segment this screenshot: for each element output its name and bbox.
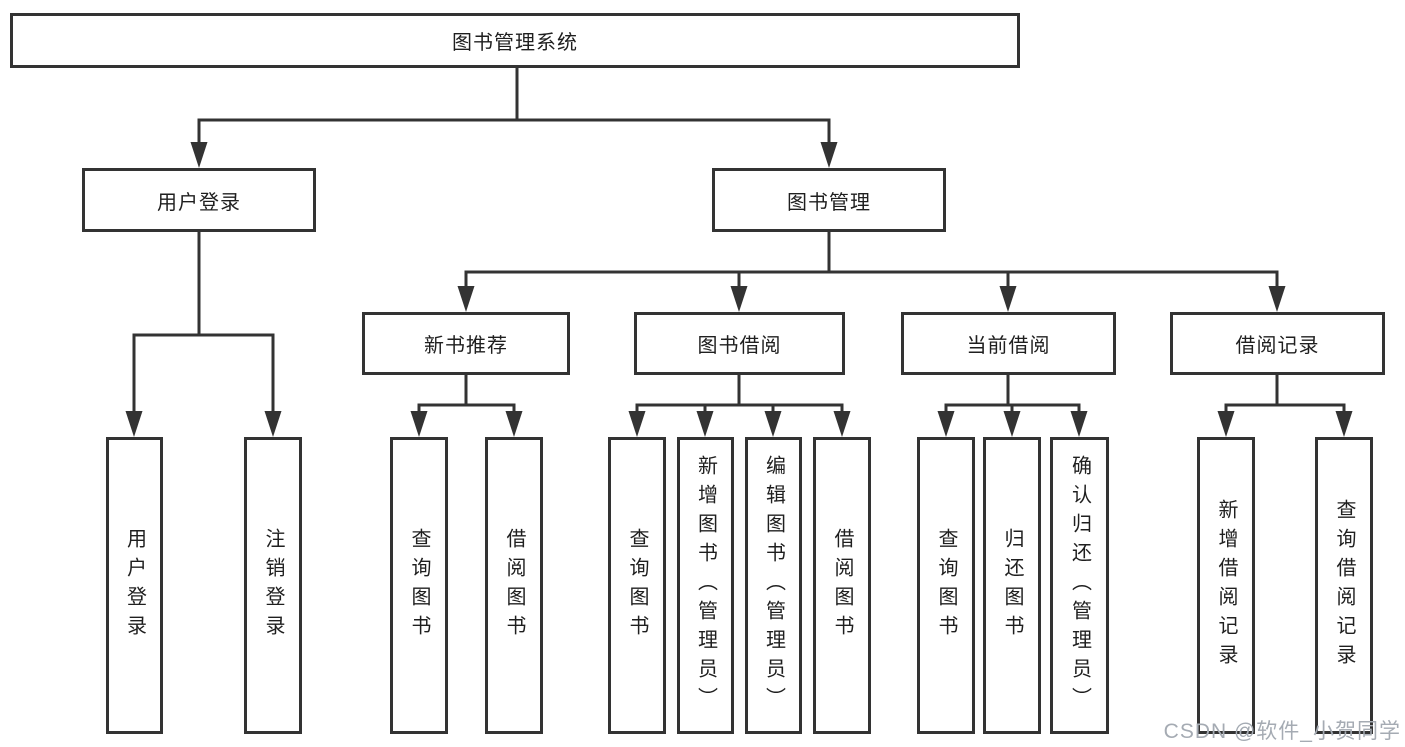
leaf-logout-label: 注销登录 — [262, 527, 284, 644]
leaf-user-login-label: 用户登录 — [123, 527, 146, 644]
leaf-logout: 注销登录 — [244, 437, 302, 734]
leaf-add-borrow-record-label: 新增借阅记录 — [1215, 498, 1237, 673]
node-user-login: 用户登录 — [82, 168, 316, 232]
leaf-query-books-borrowing: 查询图书 — [608, 437, 666, 734]
leaf-query-books-borrowing-label: 查询图书 — [626, 527, 648, 644]
leaf-return-books-label: 归还图书 — [1001, 527, 1023, 644]
leaf-query-books-recommend-label: 查询图书 — [408, 527, 430, 644]
node-current-borrowing: 当前借阅 — [901, 312, 1116, 375]
leaf-query-books-current: 查询图书 — [917, 437, 975, 734]
leaf-return-books: 归还图书 — [983, 437, 1041, 734]
leaf-add-book-admin-label: 新增图书（管理员） — [694, 455, 717, 716]
node-book-management: 图书管理 — [712, 168, 946, 232]
leaf-confirm-return-admin: 确认归还（管理员） — [1050, 437, 1109, 734]
leaf-add-book-admin: 新增图书（管理员） — [677, 437, 734, 734]
leaf-edit-book-admin: 编辑图书（管理员） — [745, 437, 802, 734]
node-new-book-recommend: 新书推荐 — [362, 312, 570, 375]
leaf-borrow-books-recommend: 借阅图书 — [485, 437, 543, 734]
node-borrowing-records: 借阅记录 — [1170, 312, 1385, 375]
leaf-user-login: 用户登录 — [106, 437, 163, 734]
leaf-query-books-recommend: 查询图书 — [390, 437, 448, 734]
leaf-edit-book-admin-label: 编辑图书（管理员） — [762, 455, 785, 716]
leaf-add-borrow-record: 新增借阅记录 — [1197, 437, 1255, 734]
leaf-query-borrow-record-label: 查询借阅记录 — [1333, 498, 1355, 673]
leaf-query-borrow-record: 查询借阅记录 — [1315, 437, 1373, 734]
leaf-confirm-return-admin-label: 确认归还（管理员） — [1068, 455, 1091, 716]
leaf-query-books-current-label: 查询图书 — [935, 527, 957, 644]
leaf-borrow-books-borrowing-label: 借阅图书 — [831, 527, 853, 644]
leaf-borrow-books-borrowing: 借阅图书 — [813, 437, 871, 734]
watermark: CSDN @软件_小贺同学 — [1163, 720, 1401, 743]
node-library-system: 图书管理系统 — [10, 13, 1020, 68]
node-book-borrowing: 图书借阅 — [634, 312, 845, 375]
leaf-borrow-books-recommend-label: 借阅图书 — [503, 527, 525, 644]
